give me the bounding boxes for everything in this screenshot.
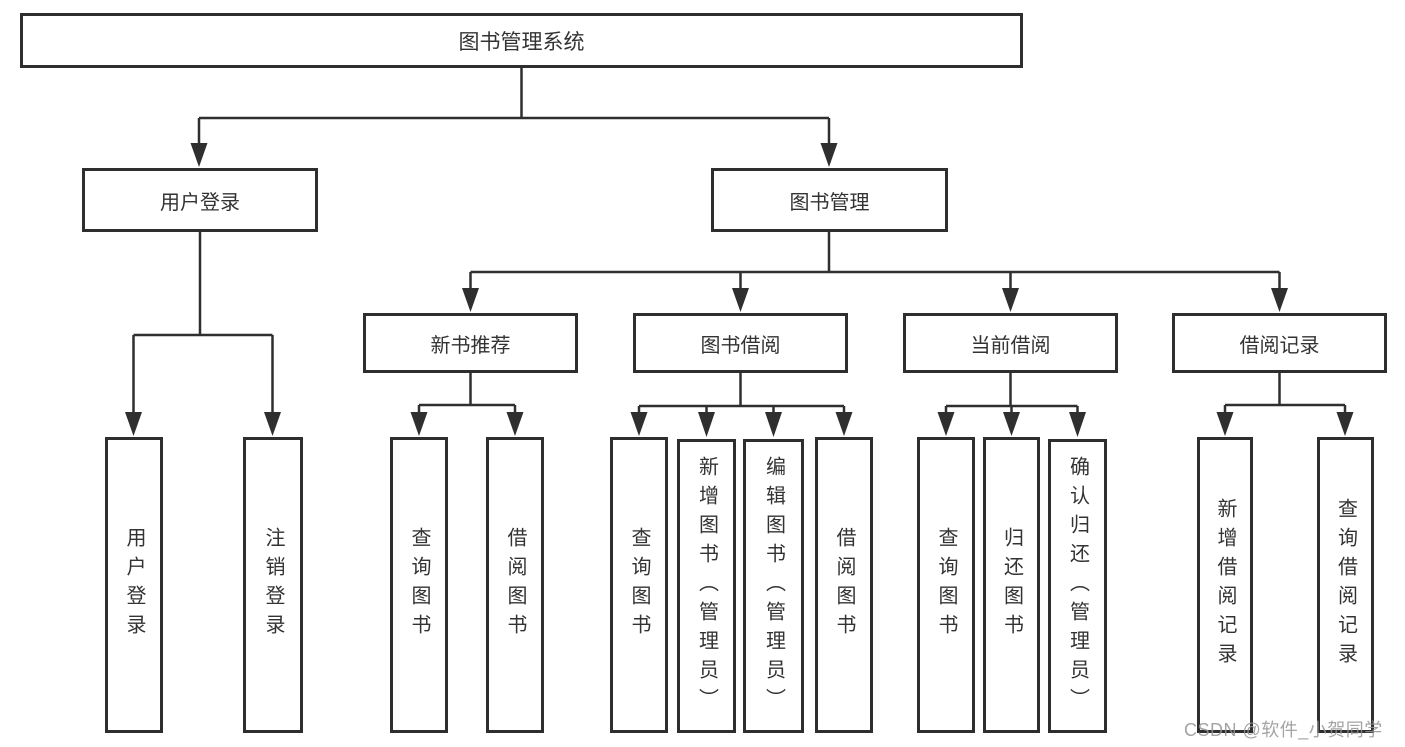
node-label: 新书推荐 (430, 334, 511, 357)
node-leaf-confirm-return-admin: 确认归还（管理员） (1048, 439, 1107, 733)
node-label: 用户登录 (160, 191, 240, 214)
node-leaf-borrow-books-1: 借阅图书 (486, 437, 544, 733)
node-leaf-edit-books-admin: 编辑图书（管理员） (743, 439, 804, 733)
node-leaf-borrow-books-2: 借阅图书 (815, 437, 873, 733)
node-label: 借阅图书 (504, 527, 526, 643)
node-label: 查询借阅记录 (1334, 498, 1357, 672)
node-label: 用户登录 (123, 527, 145, 643)
node-label: 编辑图书（管理员） (762, 455, 785, 717)
node-leaf-return-books: 归还图书 (983, 437, 1040, 733)
node-label: 新增借阅记录 (1214, 498, 1236, 672)
node-label: 归还图书 (1000, 527, 1023, 643)
node-label: 图书管理 (789, 191, 870, 214)
node-label: 借阅记录 (1239, 334, 1320, 357)
node-label: 图书借阅 (700, 334, 781, 357)
node-label: 查询图书 (628, 527, 650, 643)
node-label: 注销登录 (262, 527, 284, 643)
node-leaf-user-login: 用户登录 (105, 437, 163, 733)
node-library-management-system: 图书管理系统 (20, 13, 1023, 68)
node-book-borrowing: 图书借阅 (633, 313, 848, 373)
node-user-login: 用户登录 (82, 168, 318, 232)
node-leaf-add-books-admin: 新增图书（管理员） (677, 439, 736, 733)
node-label: 借阅图书 (833, 527, 855, 643)
watermark: CSDN @软件_小贺同学 (1184, 720, 1383, 740)
node-leaf-query-books-2: 查询图书 (610, 437, 668, 733)
node-label: 确认归还（管理员） (1066, 455, 1089, 717)
node-leaf-query-books-1: 查询图书 (390, 437, 448, 733)
node-label: 新增图书（管理员） (695, 455, 718, 717)
node-borrowing-records: 借阅记录 (1172, 313, 1387, 373)
node-new-book-recommendation: 新书推荐 (363, 313, 578, 373)
node-book-management: 图书管理 (711, 168, 948, 232)
node-label: 图书管理系统 (458, 30, 585, 54)
node-label: 查询图书 (408, 527, 430, 643)
node-leaf-logout: 注销登录 (243, 437, 303, 733)
node-label: 查询图书 (935, 527, 957, 643)
node-label: 当前借阅 (970, 334, 1051, 357)
node-leaf-add-borrow-record: 新增借阅记录 (1197, 437, 1253, 733)
node-leaf-query-books-3: 查询图书 (917, 437, 975, 733)
node-leaf-query-borrow-record: 查询借阅记录 (1317, 437, 1374, 733)
node-current-borrowing: 当前借阅 (903, 313, 1118, 373)
